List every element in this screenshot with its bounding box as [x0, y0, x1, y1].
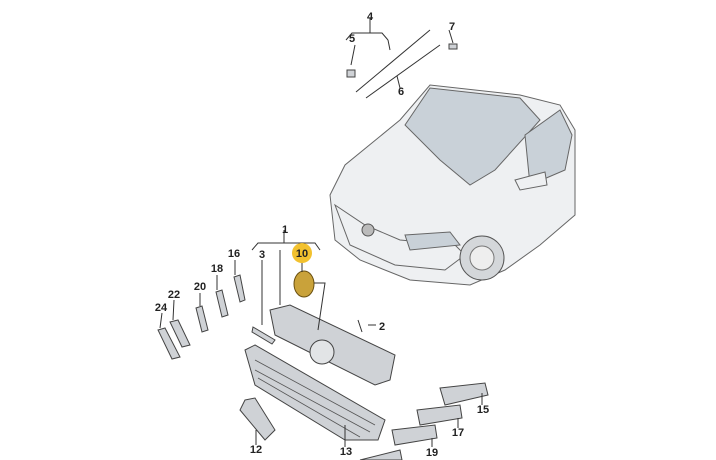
part-1-grille	[269, 304, 396, 386]
part-5	[346, 69, 356, 78]
label-7: 7	[449, 21, 455, 33]
label-5: 5	[349, 33, 355, 45]
label-15: 15	[477, 404, 489, 416]
label-4: 4	[367, 11, 374, 23]
part-19	[391, 424, 438, 446]
label-18: 18	[211, 263, 223, 275]
label-3: 3	[259, 249, 265, 261]
part-12-plate	[239, 397, 276, 441]
label-13: 13	[340, 446, 352, 458]
label-24: 24	[155, 302, 168, 314]
label-12: 12	[250, 444, 262, 456]
car-illustration	[329, 84, 576, 286]
part-18	[215, 289, 229, 318]
part-7	[448, 43, 458, 50]
part-16	[233, 274, 246, 303]
label-22: 22	[168, 289, 180, 301]
part-24	[157, 327, 181, 360]
label-17: 17	[452, 427, 464, 439]
part-22	[169, 319, 191, 348]
label-20: 20	[194, 281, 206, 293]
label-1: 1	[282, 224, 288, 236]
label-16: 16	[228, 248, 240, 260]
part-3	[251, 326, 276, 345]
part-10-emblem	[293, 270, 315, 298]
part-17	[416, 404, 463, 426]
highlight-10	[292, 243, 312, 263]
part-15	[439, 382, 489, 406]
label-10: 10	[296, 248, 308, 260]
label-6: 6	[398, 86, 404, 98]
label-19: 19	[426, 447, 438, 459]
part-20	[195, 305, 209, 333]
label-2: 2	[379, 321, 385, 333]
